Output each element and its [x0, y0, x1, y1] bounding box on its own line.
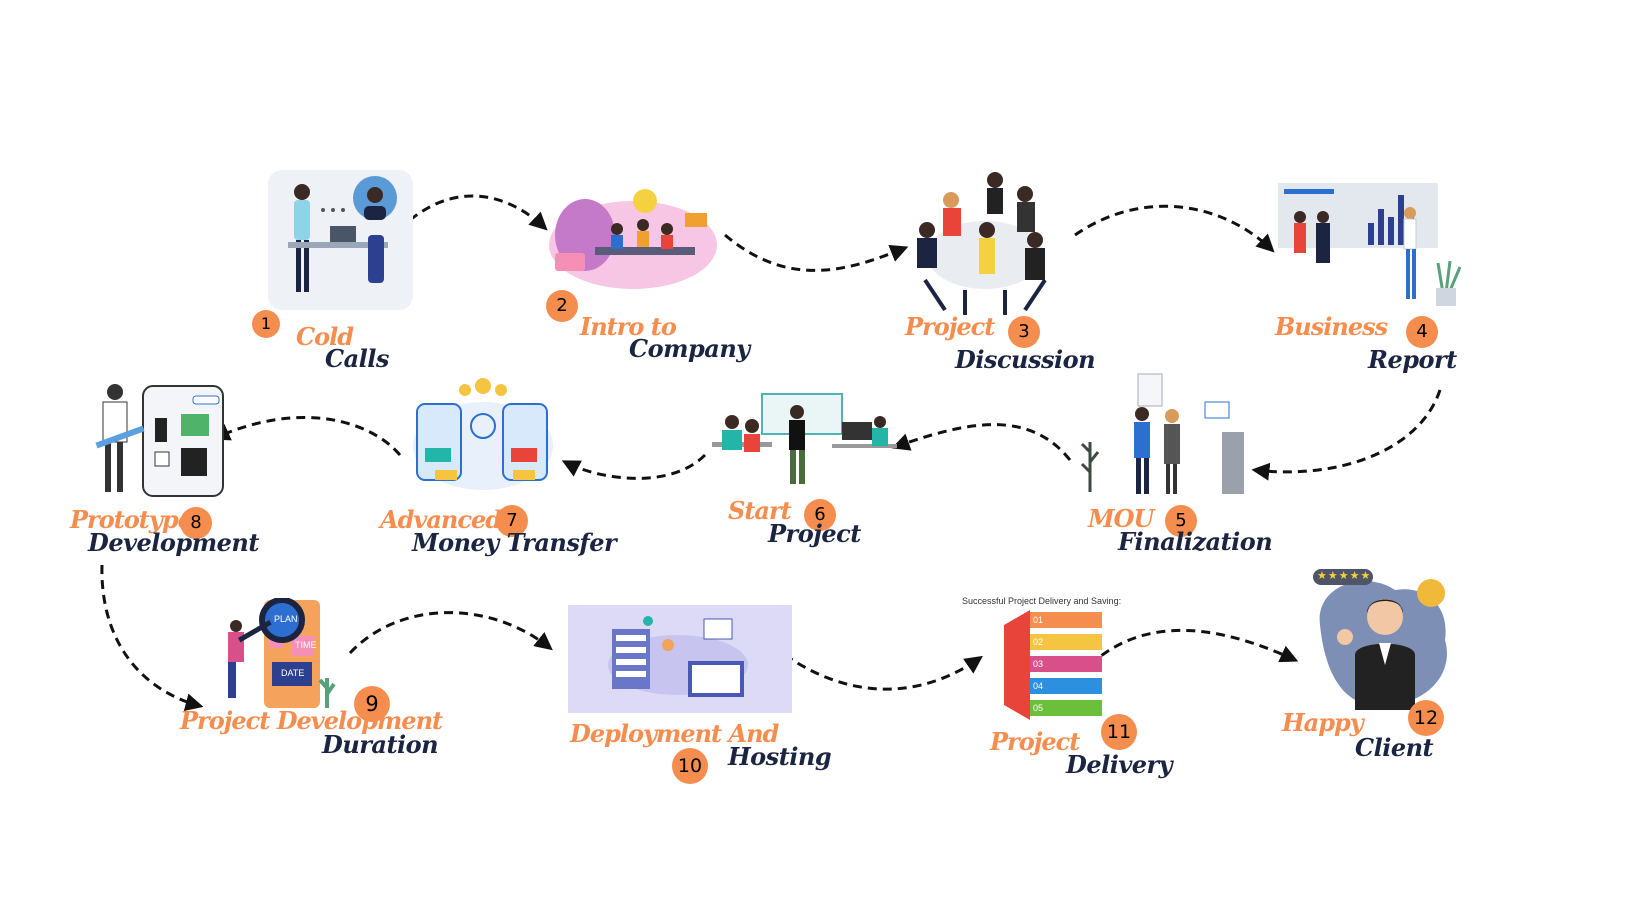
intro-company-illustration — [545, 185, 720, 295]
step-badge-10: 10 — [672, 748, 708, 784]
arrow-4-5 — [1251, 389, 1442, 481]
step-label-1-top: Cold — [296, 322, 354, 351]
arrow-5-6 — [891, 423, 1072, 461]
step-label-9-top: Project Development — [180, 706, 443, 735]
step-badge-4: 4 — [1406, 316, 1438, 348]
step-label-2-top: Intro to — [580, 312, 677, 341]
delivery-row-02: 02 — [1033, 637, 1044, 647]
arrow-6-7 — [561, 453, 707, 480]
step-badge-9: 9 — [354, 686, 390, 722]
arrow-10-11 — [784, 653, 983, 691]
step-label-6-top: Start — [728, 496, 792, 525]
delivery-row-05: 05 — [1033, 703, 1044, 713]
start-project-illustration — [712, 392, 902, 492]
arrow-7-8 — [211, 415, 402, 456]
step-label-4-bottom: Report — [1368, 345, 1457, 374]
rating-stars: ★★★★★ — [1317, 569, 1372, 582]
step-label-3-top: Project — [905, 312, 995, 341]
step-label-10-top: Deployment And — [570, 719, 779, 748]
step-badge-7: 7 — [496, 505, 528, 537]
step-badge-3: 3 — [1008, 316, 1040, 348]
arrow-2-3 — [724, 233, 909, 272]
arrow-8-9 — [100, 564, 204, 711]
arrow-1-2 — [409, 194, 548, 231]
step-label-8-top: Prototype — [70, 505, 193, 534]
step-badge-2: 2 — [546, 290, 578, 322]
step-label-7-bottom: Money Transfer — [412, 528, 617, 557]
delivery-row-01: 01 — [1033, 615, 1044, 625]
prototype-illustration — [95, 382, 240, 507]
delivery-row-03: 03 — [1033, 659, 1044, 669]
duration-illustration: PLAN TIME DATE — [222, 597, 352, 713]
step-label-11-top: Project — [990, 727, 1080, 756]
step-label-10-bottom: Hosting — [728, 742, 832, 771]
step-label-12-bottom: Client — [1355, 733, 1434, 762]
step-label-3-bottom: Discussion — [955, 345, 1096, 374]
step-badge-8: 8 — [180, 507, 212, 539]
step-badge-1: 1 — [252, 310, 280, 338]
step-label-1-bottom: Calls — [325, 344, 389, 373]
money-transfer-illustration — [395, 378, 570, 496]
step-badge-6: 6 — [804, 499, 836, 531]
step-label-2-bottom: Company — [629, 334, 750, 363]
step-label-8-bottom: Development — [88, 528, 259, 557]
arrow-9-10 — [348, 611, 553, 655]
arrow-11-12 — [1088, 628, 1299, 667]
step-badge-5: 5 — [1165, 505, 1197, 537]
mou-finalization-illustration — [1080, 372, 1255, 497]
project-discussion-illustration — [905, 170, 1065, 320]
arrow-3-4 — [1074, 204, 1275, 253]
deployment-illustration — [568, 605, 792, 713]
step-label-11-bottom: Delivery — [1066, 750, 1173, 779]
step-label-7-top: Advanced — [380, 505, 502, 534]
step-label-5-top: MOU — [1088, 504, 1154, 533]
cold-calls-illustration — [268, 170, 413, 310]
step-label-4-top: Business — [1275, 312, 1388, 341]
delivery-row-04: 04 — [1033, 681, 1044, 691]
step-label-12-top: Happy — [1282, 708, 1364, 737]
duration-plan-label: PLAN — [274, 614, 298, 624]
step-badge-12: 12 — [1408, 700, 1444, 736]
duration-date-label: DATE — [281, 668, 305, 678]
business-report-illustration — [1278, 183, 1463, 308]
duration-time-label: TIME — [295, 640, 317, 650]
step-label-6-bottom: Project — [768, 519, 861, 548]
step-label-9-bottom: Duration — [322, 730, 439, 759]
project-delivery-illustration: 01 02 03 04 05 — [1002, 610, 1112, 720]
delivery-caption: Successful Project Delivery and Saving: — [962, 596, 1122, 606]
step-badge-11: 11 — [1101, 714, 1137, 750]
step-label-5-bottom: Finalization — [1118, 527, 1273, 556]
happy-client-illustration: ★★★★★ — [1305, 565, 1455, 710]
